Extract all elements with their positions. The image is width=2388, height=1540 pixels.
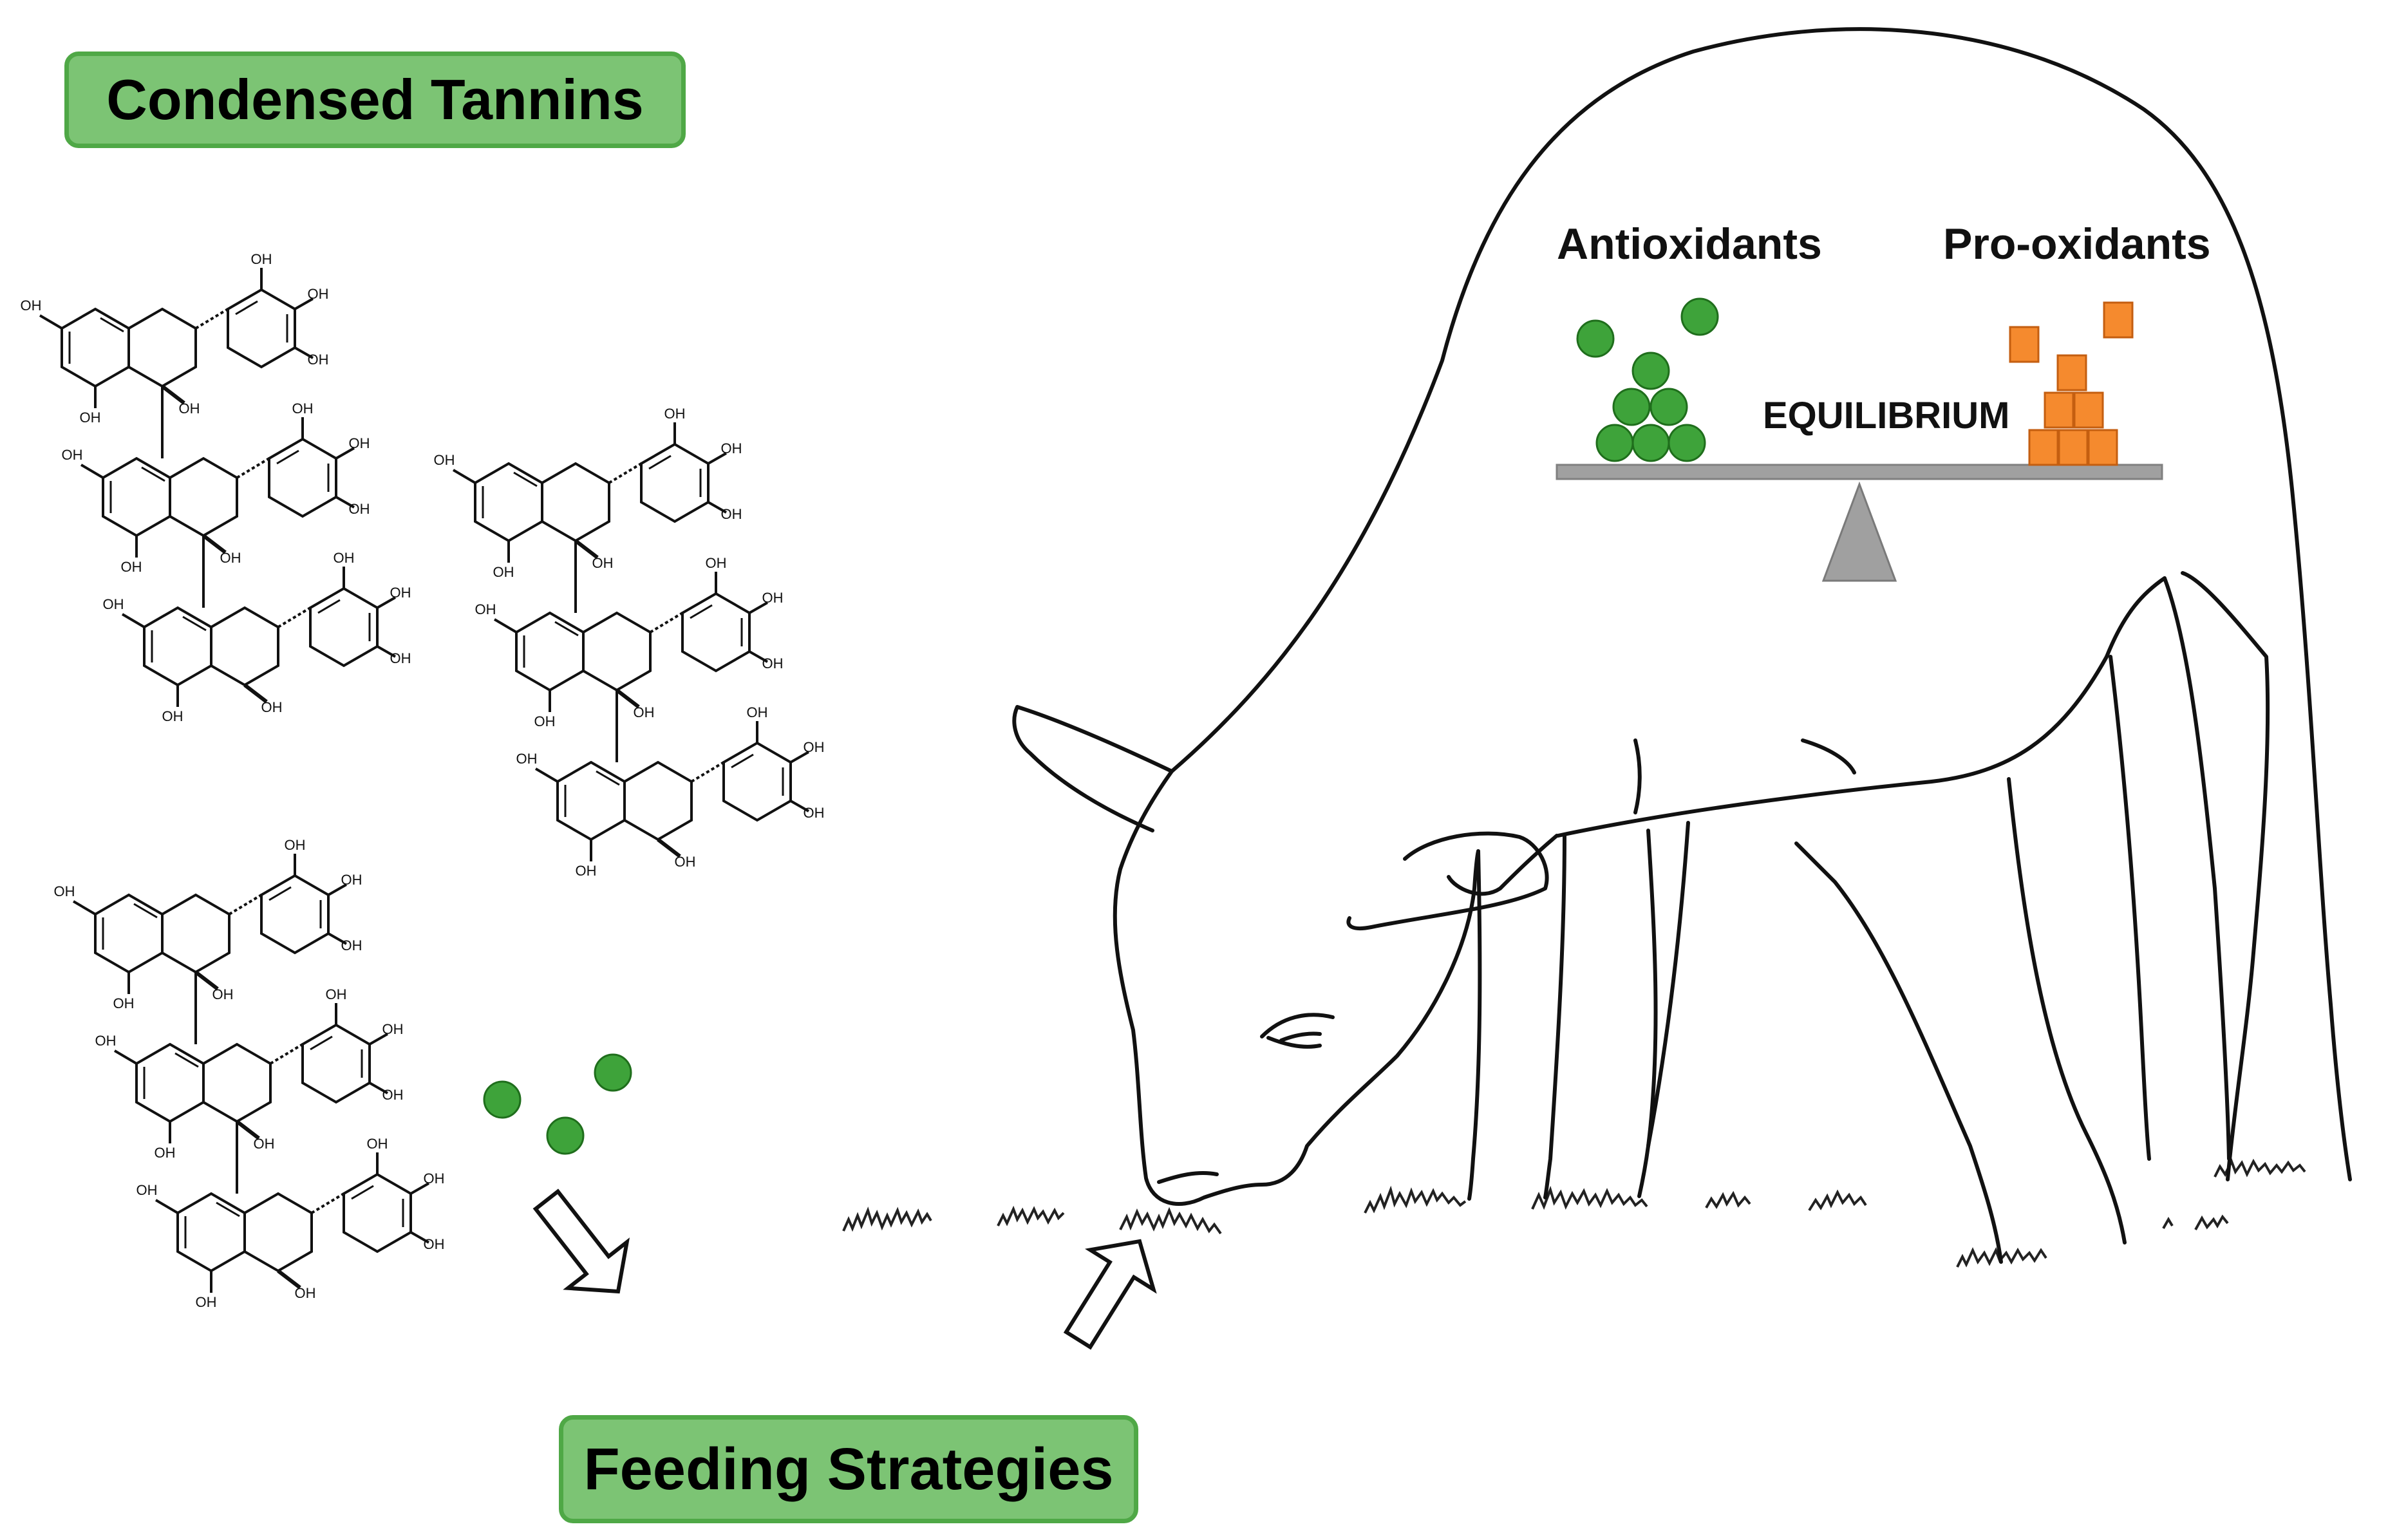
balance-scale-icon xyxy=(1556,464,2163,582)
prooxidant-squares xyxy=(2009,301,2134,466)
feeding-strategies-label: Feeding Strategies xyxy=(583,1436,1114,1502)
hollow-arrow-icon-up xyxy=(1063,1239,1157,1350)
equilibrium-label: EQUILIBRIUM xyxy=(1763,395,2010,437)
condensed-tannin-molecule-icon-3 xyxy=(54,837,445,1310)
pro-oxidants-label: Pro-oxidants xyxy=(1943,220,2211,268)
condensed-tannin-molecule-icon-2 xyxy=(434,406,825,879)
sheep-outline-icon xyxy=(1012,27,2352,1264)
condensed-tannin-molecule-icon-1 xyxy=(21,251,411,724)
condensed-tannins-label: Condensed Tannins xyxy=(106,68,644,131)
feeding-strategies-box: Feeding Strategies xyxy=(559,1415,1138,1523)
grass-icon xyxy=(842,1158,2306,1268)
hollow-arrow-icon-down xyxy=(532,1188,630,1294)
free-antioxidant-dots xyxy=(483,1053,632,1155)
antioxidants-label: Antioxidants xyxy=(1557,220,1822,268)
antioxidant-circles xyxy=(1576,297,1719,462)
condensed-tannins-box: Condensed Tannins xyxy=(64,52,686,148)
